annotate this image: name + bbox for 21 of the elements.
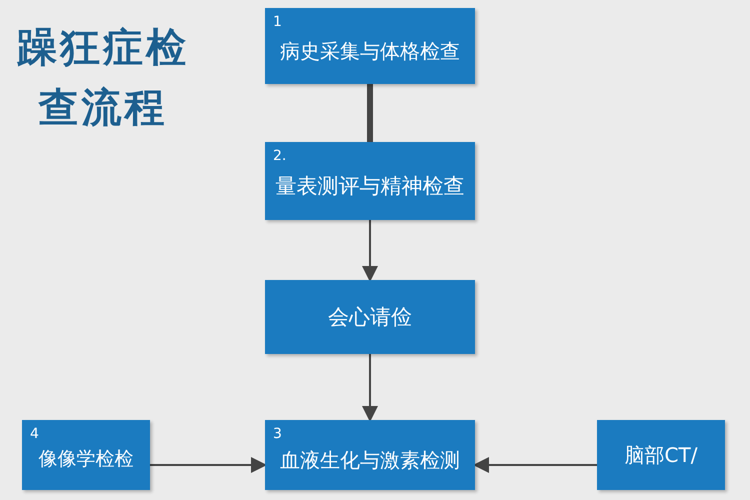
step-label: 病史采集与体格检查	[280, 38, 460, 64]
arrow	[362, 220, 378, 282]
arrow	[473, 457, 597, 473]
step-number: 1	[273, 14, 282, 30]
process-box	[22, 420, 150, 490]
step-label: 会心请俭	[328, 304, 412, 331]
process-box	[597, 420, 725, 490]
arrow	[150, 457, 267, 473]
step-label: 像像学检检	[38, 447, 134, 472]
step-number: 2.	[273, 148, 286, 164]
step-number: 4	[30, 426, 39, 442]
step-label: 量表测评与精神检查	[276, 172, 464, 200]
step-label: 血液生化与激素检测	[280, 446, 460, 474]
process-box	[265, 142, 475, 220]
process-box	[265, 280, 475, 354]
arrow	[362, 354, 378, 422]
process-box	[265, 420, 475, 490]
process-box	[265, 8, 475, 84]
step-number: 3	[273, 426, 282, 442]
title: 躁狂症检查流程	[16, 24, 190, 133]
step-label: 脑部CT/	[624, 442, 698, 468]
